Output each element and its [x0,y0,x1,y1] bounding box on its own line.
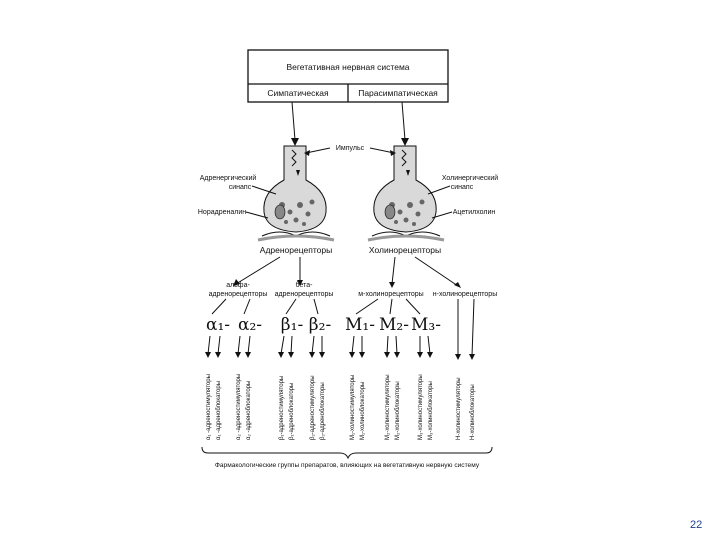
drug-group-m2-blockers: М₂-холиноблокаторы [395,381,401,440]
header-arrows [291,101,409,146]
m-cholinoreceptors-label: м-холинорецепторы [358,291,423,298]
adrenergic-synapse-label-2: синапс [229,184,252,191]
sympathetic-label: Симпатическая [267,88,329,98]
alpha-receptors-label-1: альфа- [226,282,250,289]
impulse-label: Импульс [336,145,365,152]
drug-group-m3-blockers: М₃-холиноблокаторы [428,381,434,440]
n-cholinoreceptors-label: н-холинорецепторы [433,291,497,298]
beta1-subtype: β₁- [281,315,303,335]
drug-group-a1-blockers: α₁ -адреноблокаторы [216,381,222,440]
subtype-branch-lines [211,298,475,360]
adrenergic-synapse-drawing [257,145,335,242]
parasympathetic-label: Парасимпатическая [358,88,438,98]
drug-group-a2-agonists: α₂ -адреностимуляторы [236,374,242,440]
drug-group-b2-blockers: β₂-адреноблокаторы [320,382,326,440]
m2-subtype: М₂- [379,315,409,335]
page-number: 22 [690,519,703,531]
drug-group-arrows [205,335,433,358]
receptor-branch-lines [233,256,461,288]
alpha-receptors-label-2: адренорецепторы [209,291,268,298]
drug-group-b2-agonists: β₂-адреностимуляторы [310,375,316,440]
header-title: Вегетативная нервная система [286,62,409,72]
acetylcholine-label: Ацетилхолин [453,209,496,216]
beta-receptors-label-2: адренорецепторы [275,291,334,298]
adrenergic-synapse-label-1: Адренергический [200,174,257,182]
drug-group-m1-blockers: М₁-холиноблокаторы [360,382,366,440]
beta-receptors-label-1: бета- [296,281,314,289]
m1-subtype: М₁- [345,315,375,335]
cholinoreceptors-label: Холинорецепторы [369,245,441,255]
cholinergic-synapse-label-1: Холинергический [442,174,498,182]
cholinergic-synapse-label-2: синапс [451,184,474,191]
cholinergic-synapse-drawing [367,145,445,242]
drug-group-a1-agonists: α₁ -адреностимуляторы [206,374,212,440]
drug-group-n-agonists: Н-холиностимуляторы [456,377,462,440]
footer-caption: Фармакологические группы препаратов, вли… [215,462,480,469]
drug-group-m2-agonists: М₂-холиностимуляторы [385,374,391,440]
drug-group-m3-agonists: М₃-холиностимуляторы [418,374,424,440]
header-box: Вегетативная нервная система Симпатическ… [247,49,449,103]
drug-group-labels: α₁ -адреностимуляторы α₁ -адреноблокатор… [206,374,476,440]
alpha1-subtype: α₁- [206,315,230,335]
noradrenaline-label: Норадреналин [198,209,246,216]
drug-group-b1-blockers: β₁-адреноблокаторы [289,383,295,440]
m3-subtype: М₃- [411,315,441,335]
adrenoreceptors-label: Адренорецепторы [260,245,332,255]
drug-group-m1-agonists: М₁-холиностимуляторы [350,375,356,440]
bottom-brace [201,446,493,460]
beta2-subtype: β₂- [309,315,331,335]
drug-group-n-blockers: Н-холиноблокаторы [470,384,476,440]
alpha2-subtype: α₂- [238,315,262,335]
drug-group-a2-blockers: α₂ -адреноблокаторы [246,381,252,440]
drug-group-b1-agonists: β₁-адреностимуляторы [279,376,285,440]
